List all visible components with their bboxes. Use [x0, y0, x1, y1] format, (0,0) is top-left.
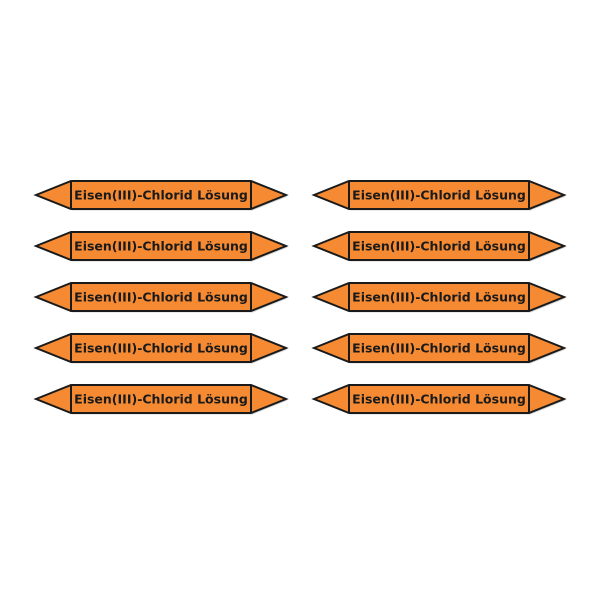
- label-text: Eisen(III)-Chlorid Lösung: [74, 290, 248, 305]
- label-text: Eisen(III)-Chlorid Lösung: [352, 188, 526, 203]
- pipe-marker-label: Eisen(III)-Chlorid Lösung: [311, 180, 567, 211]
- label-text: Eisen(III)-Chlorid Lösung: [352, 239, 526, 254]
- label-text: Eisen(III)-Chlorid Lösung: [74, 392, 248, 407]
- pipe-marker-label: Eisen(III)-Chlorid Lösung: [311, 231, 567, 262]
- label-text: Eisen(III)-Chlorid Lösung: [352, 290, 526, 305]
- pipe-marker-label: Eisen(III)-Chlorid Lösung: [33, 384, 289, 415]
- label-text: Eisen(III)-Chlorid Lösung: [352, 392, 526, 407]
- pipe-marker-label: Eisen(III)-Chlorid Lösung: [311, 384, 567, 415]
- label-text: Eisen(III)-Chlorid Lösung: [74, 341, 248, 356]
- label-text: Eisen(III)-Chlorid Lösung: [74, 239, 248, 254]
- label-text: Eisen(III)-Chlorid Lösung: [74, 188, 248, 203]
- pipe-marker-label: Eisen(III)-Chlorid Lösung: [311, 333, 567, 364]
- pipe-marker-label: Eisen(III)-Chlorid Lösung: [33, 282, 289, 313]
- pipe-marker-label: Eisen(III)-Chlorid Lösung: [33, 333, 289, 364]
- label-text: Eisen(III)-Chlorid Lösung: [352, 341, 526, 356]
- pipe-marker-label: Eisen(III)-Chlorid Lösung: [33, 231, 289, 262]
- pipe-marker-label: Eisen(III)-Chlorid Lösung: [311, 282, 567, 313]
- pipe-marker-label: Eisen(III)-Chlorid Lösung: [33, 180, 289, 211]
